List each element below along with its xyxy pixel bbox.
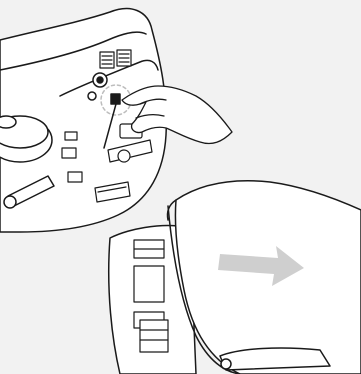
adjust-knob <box>93 73 107 87</box>
release-latch-icon <box>111 94 120 104</box>
left-dial <box>0 116 52 162</box>
bottom-grip <box>220 348 330 370</box>
small-screw <box>88 92 96 100</box>
